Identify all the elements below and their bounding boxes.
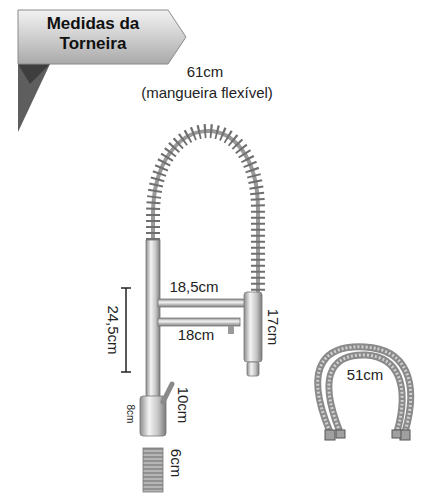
spring-hose <box>153 131 258 300</box>
dimension-label: 8cm <box>124 405 136 424</box>
dimension-label: 6cm <box>167 449 184 477</box>
dimension-label: 18,5cm <box>169 278 218 295</box>
flexible-hoses <box>318 347 411 440</box>
dimension-label: 17cm <box>264 309 281 346</box>
arm-knob <box>228 326 234 334</box>
dimension-label: 24,5cm <box>104 305 121 354</box>
dimension-label: 61cm <box>187 63 224 80</box>
sprayer-nozzle <box>247 362 259 376</box>
dimension-label: 18cm <box>178 326 215 343</box>
dimension-line <box>121 288 131 372</box>
lower-arm <box>158 318 240 326</box>
dimension-label: 51cm <box>347 366 384 383</box>
title-banner <box>18 10 186 132</box>
dimension-label: 10cm <box>174 387 191 424</box>
dimension-label: (mangueira flexível) <box>141 84 273 101</box>
threaded-pipe <box>143 448 163 492</box>
title: Medidas da Torneira <box>22 14 164 55</box>
handle-lever <box>163 384 172 402</box>
upper-arm <box>158 299 246 307</box>
sprayer-head <box>244 292 262 362</box>
